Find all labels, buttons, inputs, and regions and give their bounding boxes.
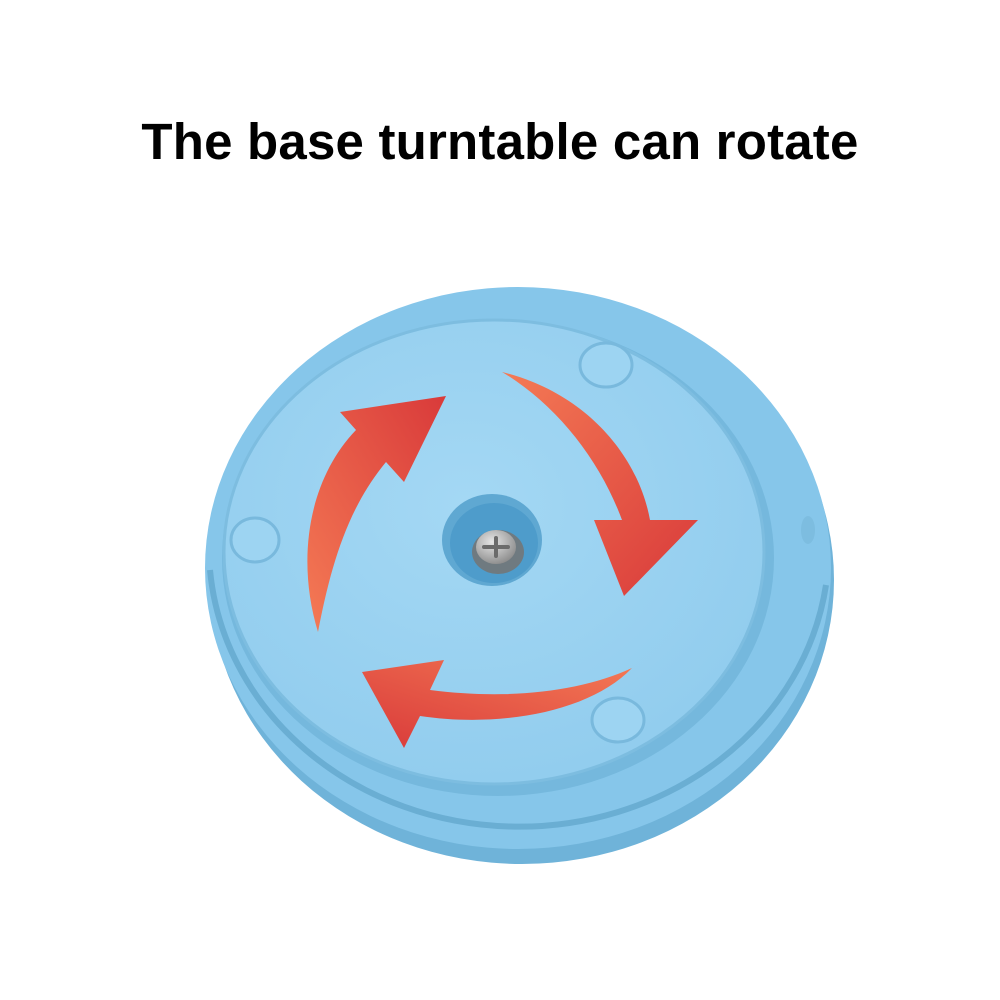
rotation-arrow-right-icon <box>502 372 698 596</box>
bump-bottom-right <box>590 696 646 744</box>
rotation-arrow-bottom-icon <box>362 660 632 748</box>
molded-bumps <box>229 341 815 744</box>
bump-top-right <box>578 341 634 389</box>
center-screw <box>442 494 542 586</box>
bump-rim-right <box>801 516 815 544</box>
bump-left <box>229 516 281 564</box>
rotation-arrow-upper-left-icon <box>307 396 446 632</box>
headline: The base turntable can rotate <box>141 113 859 170</box>
